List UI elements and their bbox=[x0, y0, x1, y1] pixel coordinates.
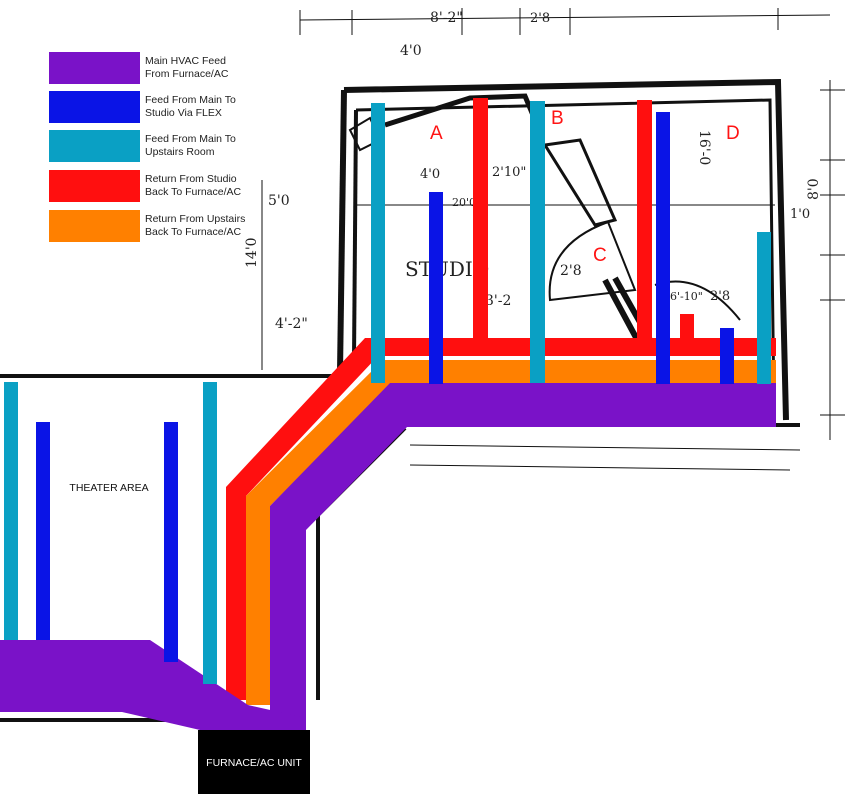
zone-label-c: C bbox=[593, 245, 607, 266]
tick-1 bbox=[299, 8, 779, 35]
return-riser-d bbox=[680, 314, 694, 340]
legend-main-line1: Main HVAC Feed bbox=[145, 55, 226, 67]
dim-text: 2'8 bbox=[560, 263, 582, 279]
dim-text: 4'0 bbox=[420, 167, 440, 182]
dim-text: 6'-10" bbox=[670, 290, 703, 303]
duct-network bbox=[0, 98, 776, 730]
legend-swatch-studio-return bbox=[49, 170, 140, 202]
legend-swatch-upstairs-feed bbox=[49, 130, 140, 162]
dim-text: 3'-2 bbox=[485, 293, 511, 309]
dim-text: 2'10" bbox=[492, 165, 526, 180]
zone-label-d: D bbox=[726, 123, 740, 144]
dim-text: 2'8 bbox=[710, 289, 730, 304]
theater-upstairs-feed-1 bbox=[4, 382, 18, 640]
furnace-box bbox=[198, 730, 310, 794]
furnace-label: FURNACE/AC UNIT bbox=[206, 757, 302, 769]
tick-2 bbox=[820, 89, 845, 416]
legend-swatch-upstairs-return bbox=[49, 210, 140, 242]
dim-text: 2'8 bbox=[530, 11, 550, 26]
studio-feed-a bbox=[429, 192, 443, 384]
legend-upstairs-return-line1: Return From Upstairs bbox=[145, 213, 245, 225]
legend-studio-return-line1: Return From Studio bbox=[145, 173, 237, 185]
studio-inner-wall bbox=[352, 109, 358, 361]
legend-studio-return-line2: Back To Furnace/AC bbox=[145, 186, 242, 198]
theater-studio-feed-1 bbox=[36, 422, 50, 640]
legend-swatch-studio-feed bbox=[49, 91, 140, 123]
dim-text: 4'-2" bbox=[275, 316, 308, 332]
legend-upstairs-return-line2: Back To Furnace/AC bbox=[145, 226, 242, 238]
upstairs-feed-2 bbox=[530, 101, 545, 383]
legend-main-line2: From Furnace/AC bbox=[145, 68, 229, 80]
theater-area-label: THEATER AREA bbox=[69, 482, 148, 494]
upstairs-feed-1 bbox=[371, 103, 385, 383]
legend: Main HVAC Feed From Furnace/AC Feed From… bbox=[49, 52, 245, 242]
dim-text: 20'0 bbox=[452, 196, 476, 209]
dim-line-corr-2 bbox=[409, 464, 791, 471]
dim-text: 4'0 bbox=[400, 43, 422, 59]
legend-upstairs-feed-line2: Upstairs Room bbox=[145, 146, 215, 158]
main-hvac-trunk bbox=[270, 383, 776, 718]
dim-text: 8'-2" bbox=[430, 10, 463, 26]
return-riser-c bbox=[637, 100, 652, 340]
floor-plan-sketch bbox=[0, 8, 845, 722]
dim-text: 8'0 bbox=[806, 178, 822, 200]
main-hvac-lower bbox=[0, 640, 306, 730]
legend-studio-feed-line2: Studio Via FLEX bbox=[145, 107, 222, 119]
studio-wall-left bbox=[337, 89, 347, 373]
studio-feed-d bbox=[720, 328, 734, 384]
legend-upstairs-feed-line1: Feed From Main To bbox=[145, 133, 236, 145]
studio-feed-c bbox=[656, 112, 670, 384]
diag-beam-2 bbox=[602, 278, 643, 347]
dim-text: 14'0 bbox=[244, 237, 260, 268]
legend-swatch-main bbox=[49, 52, 140, 84]
dim-line-corr bbox=[409, 444, 801, 451]
furnace-unit: FURNACE/AC UNIT bbox=[198, 730, 310, 794]
dim-text: 16'-0 bbox=[696, 130, 712, 165]
studio-inner-wall-top bbox=[355, 98, 776, 411]
zone-label-a: A bbox=[430, 123, 443, 144]
legend-studio-feed-line1: Feed From Main To bbox=[145, 94, 236, 106]
return-riser-a bbox=[473, 98, 488, 340]
theater-studio-feed-2 bbox=[164, 422, 178, 662]
dim-text: 1'0 bbox=[790, 207, 810, 222]
studio-wall bbox=[343, 78, 789, 421]
diag-beam bbox=[542, 138, 618, 227]
theater-upstairs-feed-2 bbox=[203, 382, 217, 684]
dimension-labels: 8'-2" 2'8 4'0 5'0 14'0 4'-2" 3'-2 2'10" … bbox=[244, 10, 822, 332]
dim-text: 5'0 bbox=[268, 193, 290, 209]
zone-label-b: B bbox=[551, 108, 564, 129]
angled-wall bbox=[384, 93, 538, 128]
dim-line-top bbox=[299, 14, 831, 21]
upstairs-feed-3 bbox=[757, 232, 771, 384]
